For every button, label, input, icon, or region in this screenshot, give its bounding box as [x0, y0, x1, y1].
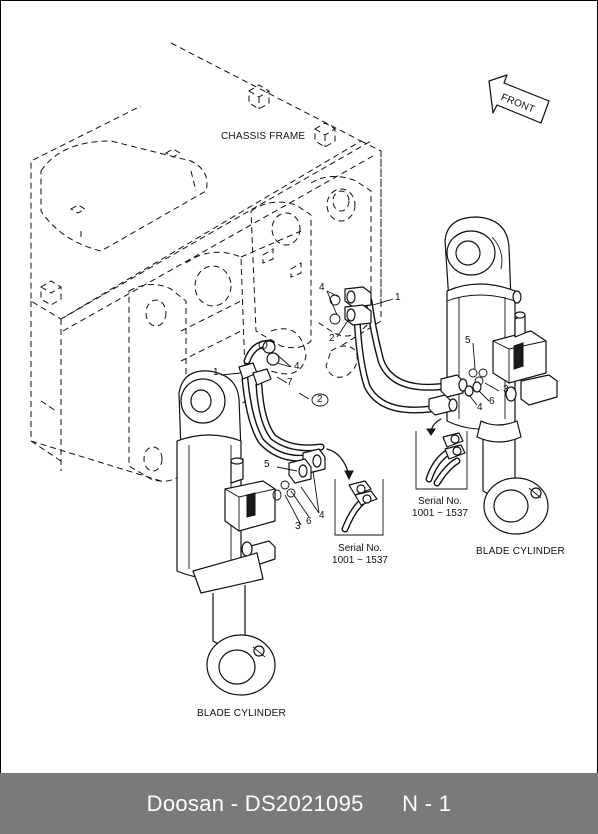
callout-5-left: 5: [264, 459, 270, 470]
callout-4-right: 4: [477, 402, 483, 413]
right-blade-cylinder-drawing: [444, 216, 558, 535]
leader-lines: [220, 290, 500, 526]
left-blade-cylinder-drawing: [176, 370, 276, 696]
callout-3-left: 3: [295, 521, 301, 532]
chassis-frame-label: CHASSIS FRAME: [221, 131, 306, 142]
callout-2-top: 2: [329, 333, 335, 344]
callout-3-right: 3: [503, 384, 509, 395]
serial-note-left-range: 1001 ~ 1537: [332, 555, 388, 566]
callout-4-left: 4: [294, 361, 300, 372]
callout-5-right: 5: [465, 335, 471, 346]
callout-2-circled: 2: [317, 394, 323, 405]
serial-note-left-title: Serial No.: [338, 543, 382, 554]
serial-note-left: Serial No. 1001 ~ 1537: [327, 543, 393, 567]
callout-4-top: 4: [319, 282, 325, 293]
callout-6-left: 6: [306, 516, 312, 527]
left-hoses: [238, 339, 326, 501]
serial-inset-right: [415, 418, 468, 490]
callout-7: 7: [287, 377, 293, 388]
diagram-frame: CHASSIS FRAME FRONT BLADE CYLINDER BLADE…: [0, 0, 598, 774]
callout-4-lower: 4: [319, 510, 325, 521]
blade-cylinder-right-label: BLADE CYLINDER: [476, 546, 565, 557]
serial-inset-left: [326, 448, 384, 536]
callout-1-left: 1: [213, 367, 219, 378]
parts-illustration: [30, 42, 558, 696]
serial-note-right: Serial No. 1001 ~ 1537: [407, 496, 473, 520]
front-arrow: [488, 74, 550, 124]
upper-right-hoses: [329, 286, 488, 416]
blade-cylinder-left-label: BLADE CYLINDER: [197, 708, 286, 719]
callout-1-top: 1: [395, 292, 401, 303]
serial-note-right-title: Serial No.: [418, 496, 462, 507]
callout-6-right: 6: [489, 396, 495, 407]
footer-part-number: Doosan - DS2021095 N - 1: [146, 790, 452, 816]
serial-note-right-range: 1001 ~ 1537: [412, 508, 468, 519]
footer-bar: Doosan - DS2021095 N - 1: [0, 773, 598, 834]
